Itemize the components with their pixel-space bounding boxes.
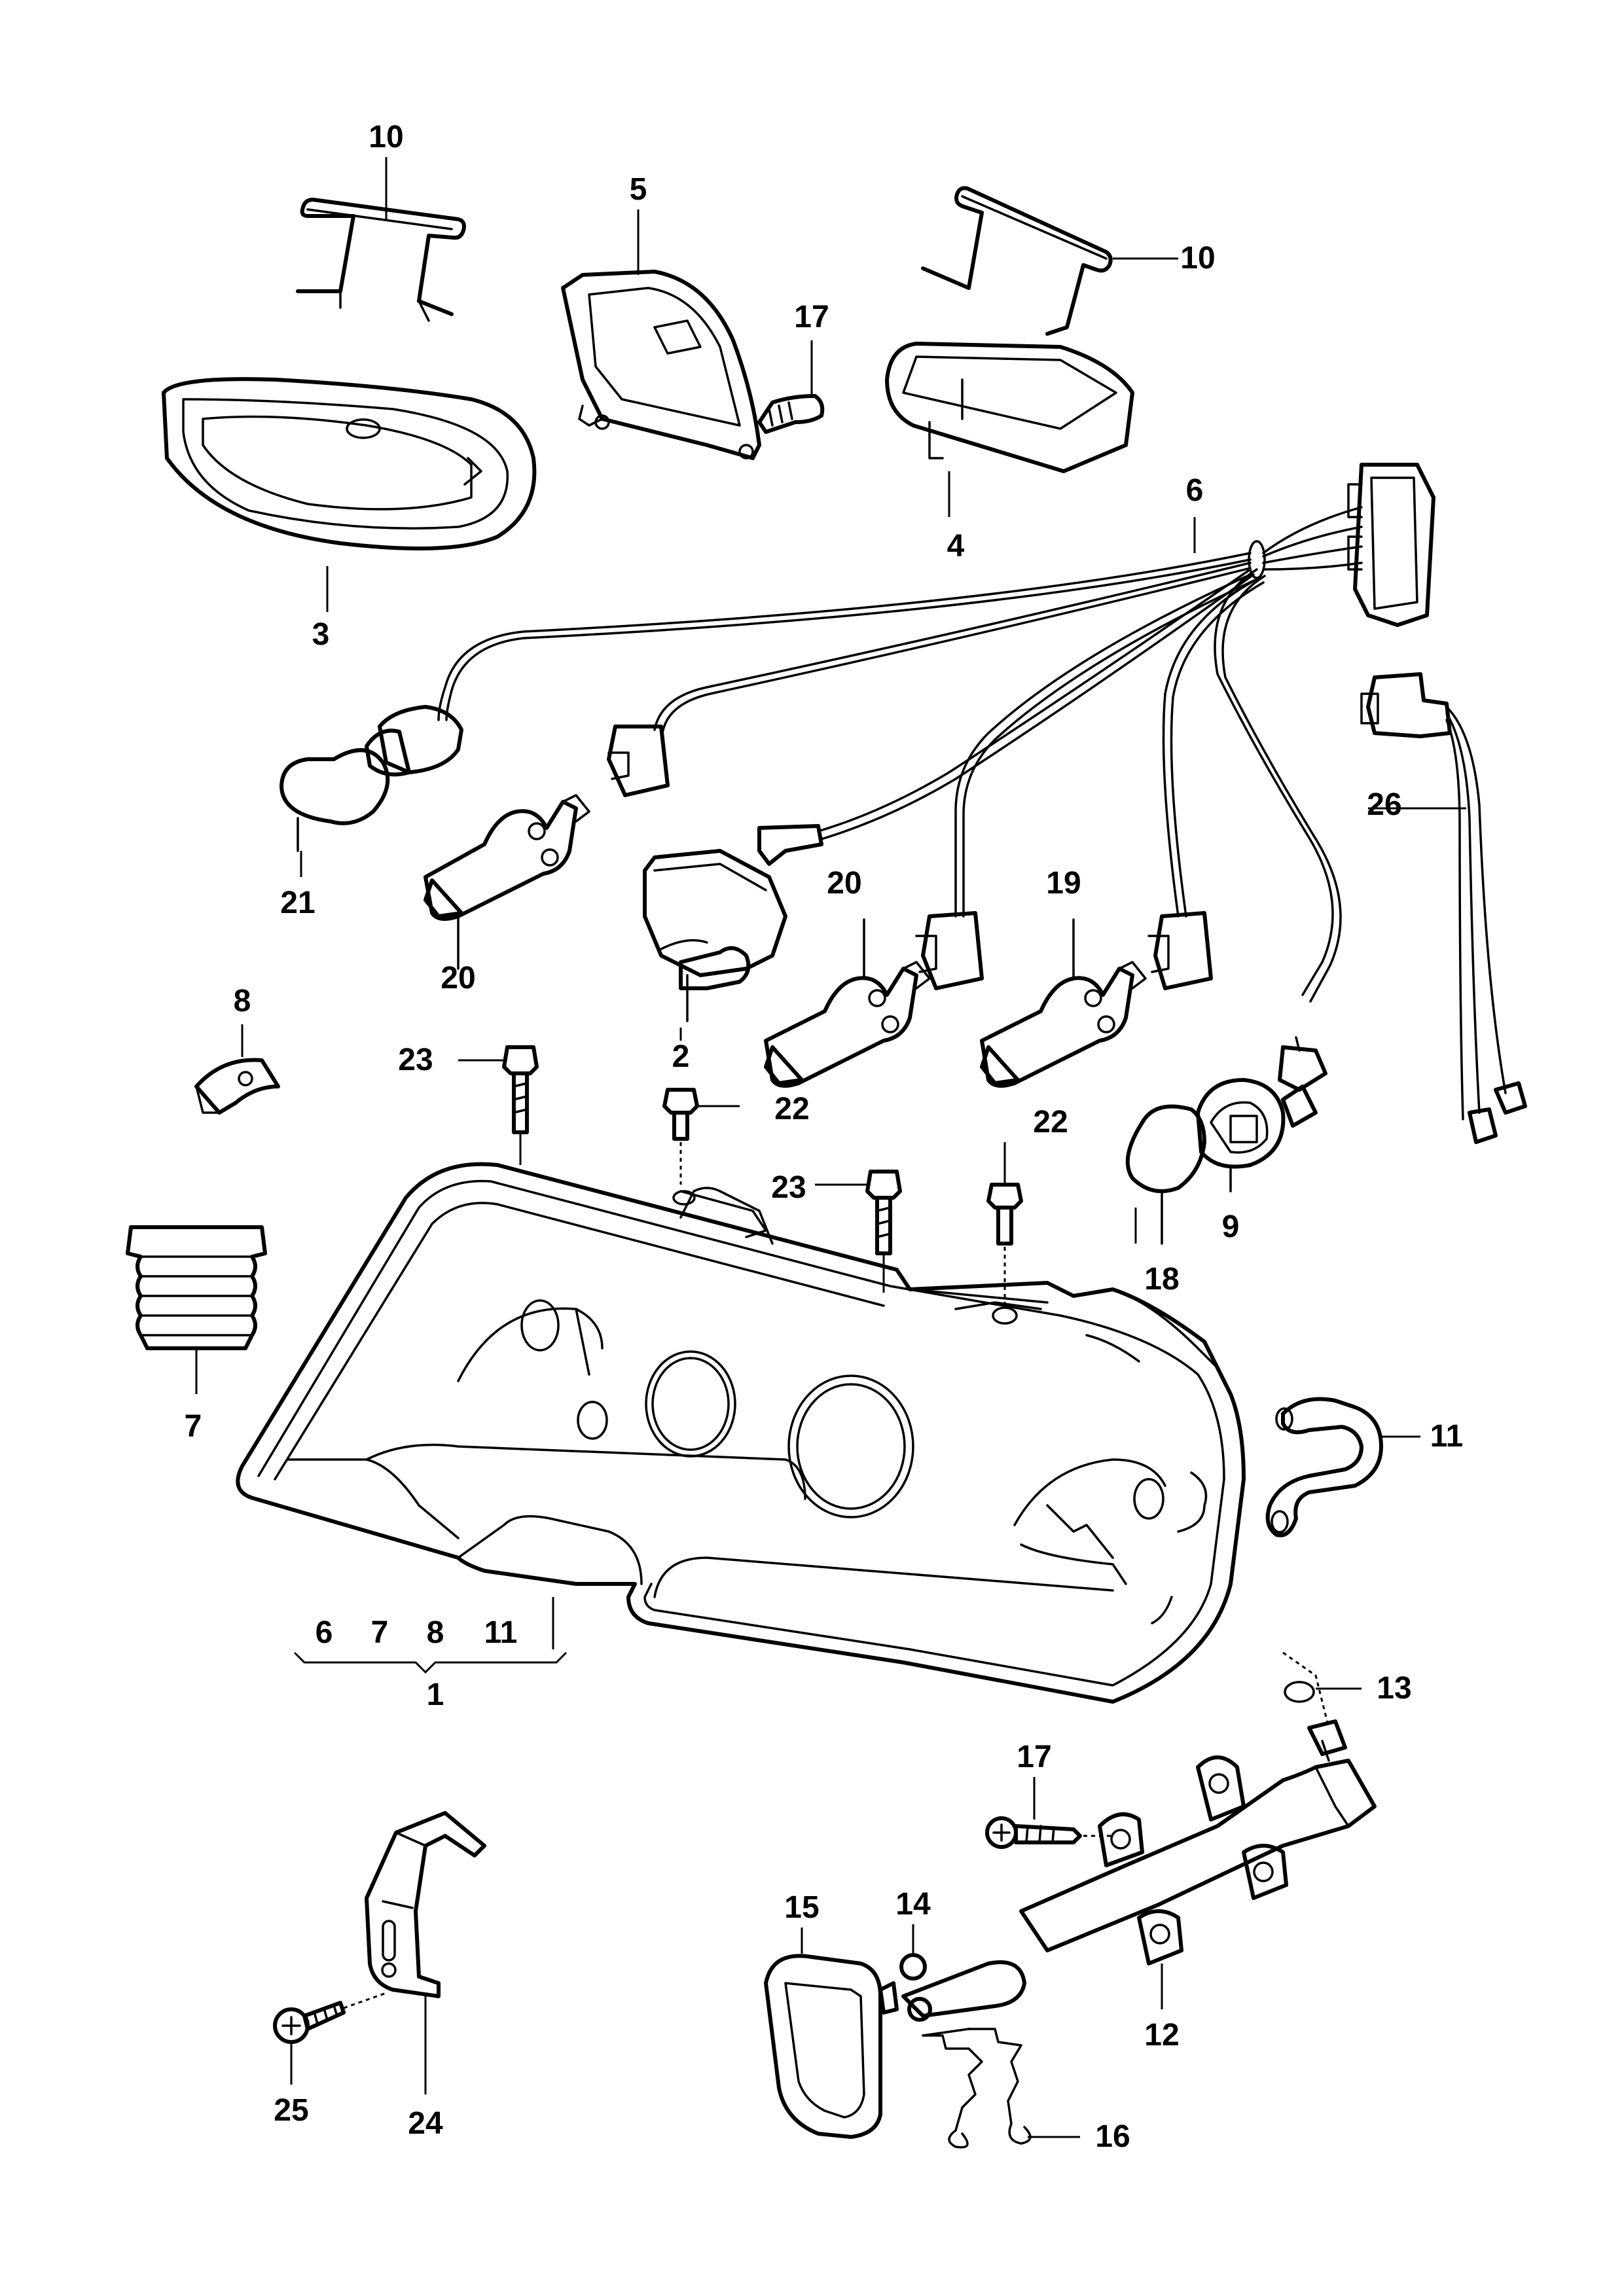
part-21-bulb [280, 748, 390, 852]
label-10a: 10 [369, 120, 403, 154]
label-10b: 10 [1180, 241, 1215, 276]
part-20-bulb-center [764, 918, 931, 1088]
part-11-hose [1265, 1397, 1420, 1537]
group-bracket-1 [293, 1651, 568, 1674]
label-12: 12 [1144, 2018, 1179, 2053]
part-24-bracket [365, 1811, 486, 2094]
part-8-clip [194, 1024, 280, 1115]
part-10-clip-right [921, 186, 1178, 336]
label-23b: 23 [771, 1170, 806, 1205]
part-15-cap [764, 1928, 882, 2139]
part-5-cover [561, 270, 761, 460]
part-7-grommet [126, 1225, 267, 1394]
label-24: 24 [408, 2106, 443, 2141]
label-21: 21 [280, 886, 315, 920]
label-26: 26 [1367, 787, 1401, 822]
part-18-bulb [1125, 1104, 1206, 1245]
label-16: 16 [1095, 2119, 1130, 2154]
part-4-cover [885, 342, 1134, 473]
label-8b: 8 [427, 1615, 444, 1650]
part-22-screw-right [986, 1142, 1023, 1309]
part-1-headlamp-housing [236, 1162, 1246, 1704]
label-11b: 11 [484, 1615, 518, 1650]
part-26-harness [1360, 672, 1527, 1144]
label-5: 5 [630, 172, 647, 207]
label-7b: 7 [371, 1615, 389, 1650]
label-8a: 8 [234, 984, 251, 1018]
part-22-screw-left [662, 1088, 740, 1185]
label-17b: 17 [1017, 1740, 1051, 1774]
label-23a: 23 [398, 1043, 433, 1077]
label-17a: 17 [794, 300, 829, 334]
label-6a: 6 [1186, 473, 1204, 508]
part-20-bulb-left [424, 794, 590, 970]
label-25: 25 [274, 2093, 308, 2128]
part-3-reflector [162, 377, 537, 550]
part-16-spring-clip [922, 2028, 1080, 2149]
label-18: 18 [1144, 1262, 1179, 1297]
label-9: 9 [1222, 1210, 1240, 1244]
part-17-screw-top [757, 394, 825, 434]
label-15: 15 [784, 1890, 819, 1925]
label-7a: 7 [185, 1409, 202, 1444]
part-17-screw-bottom [985, 1777, 1113, 1849]
label-13: 13 [1377, 1671, 1411, 1706]
leader-lines [300, 157, 1196, 1244]
part-13-oring [1282, 1651, 1362, 1729]
part-9-socket [1196, 1078, 1318, 1193]
label-4: 4 [947, 529, 965, 564]
label-20a: 20 [441, 961, 475, 996]
part-23-bolt-left [458, 1045, 539, 1165]
part-25-screw [273, 1992, 387, 2085]
part-6-wiring-harness [365, 463, 1435, 1092]
part-19-bulb [980, 918, 1147, 1088]
label-22a: 22 [774, 1092, 809, 1126]
label-2: 2 [672, 1039, 690, 1074]
label-11a: 11 [1430, 1419, 1464, 1454]
label-6b: 6 [316, 1615, 333, 1650]
label-14: 14 [895, 1887, 931, 1922]
part-23-bolt-right [815, 1170, 902, 1293]
part-2-actuator [643, 849, 787, 1022]
label-1: 1 [427, 1677, 444, 1712]
label-20b: 20 [827, 866, 861, 901]
callout-labels: 10 5 17 10 3 4 6 26 21 20 20 19 2 8 23 2… [185, 120, 1464, 2154]
part-12-nozzle-body [1019, 1719, 1377, 2009]
label-19: 19 [1046, 866, 1081, 901]
part-10-clip-left [296, 198, 466, 322]
label-22b: 22 [1033, 1105, 1068, 1139]
part-14-nozzle [878, 1924, 1026, 2022]
label-3: 3 [312, 617, 330, 652]
